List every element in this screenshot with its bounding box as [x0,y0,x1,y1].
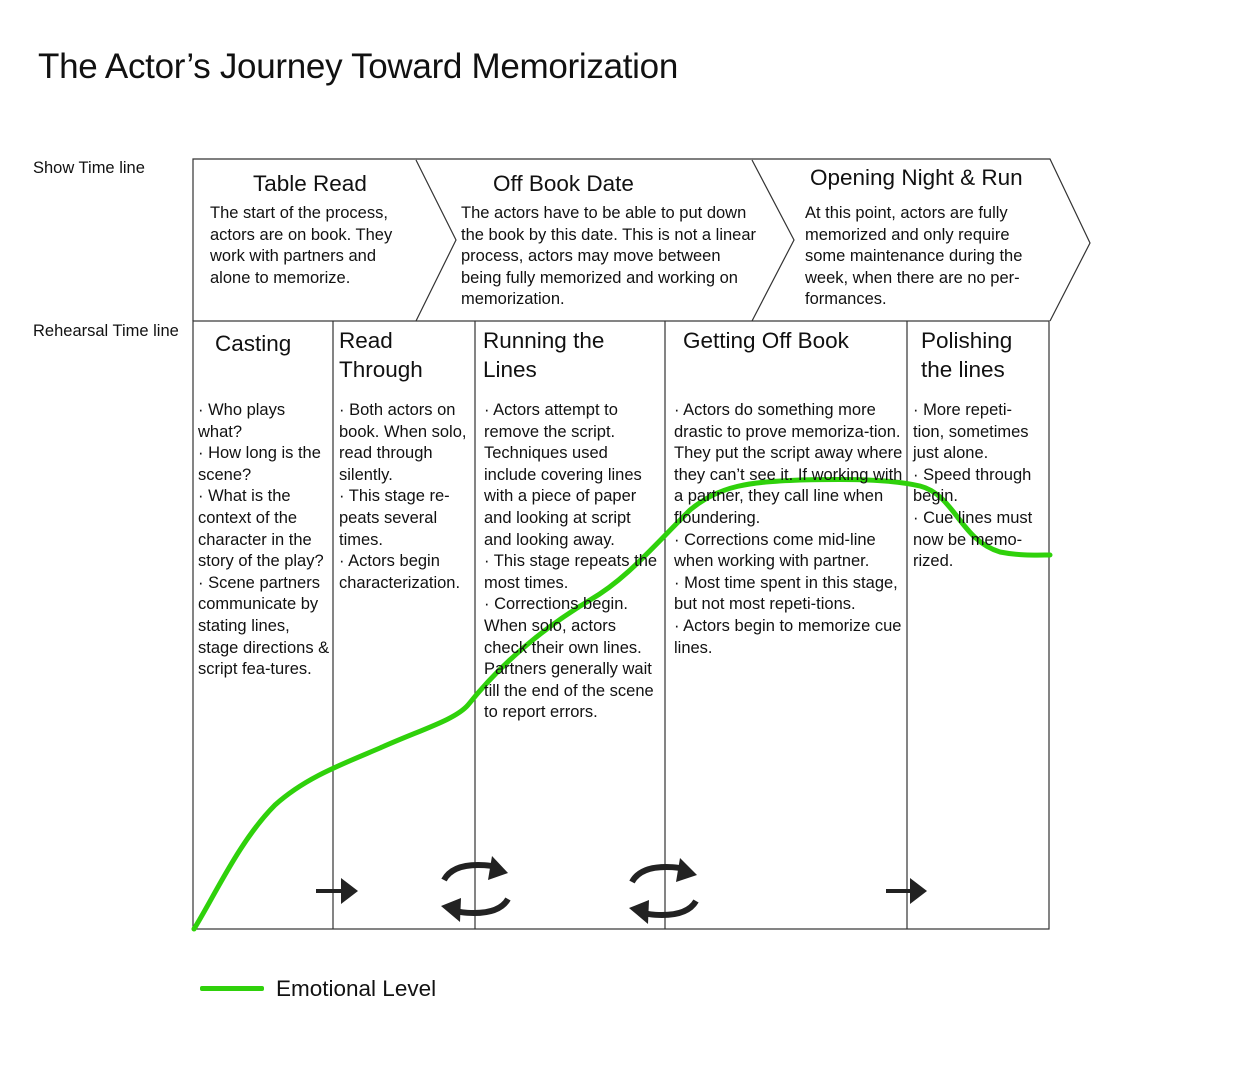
arrow-right-icon [316,878,358,904]
stage-bullet: · This stage re-peats several times. [339,487,450,549]
stage-bullet: · Both actors on book. When solo, read t… [339,401,467,484]
show-heading-opening-night: Opening Night & Run [810,165,1023,190]
stage-bullet: · Corrections begin. When solo, actors c… [484,595,654,722]
stage-heading-running-lines: Running the Lines [483,328,605,382]
stage-body-running-lines: · Actors attempt to remove the script. T… [484,400,662,724]
arrow-right-icon [886,878,927,904]
stage-heading-polishing: Polishing the lines [921,328,1013,382]
page-title: The Actor’s Journey Toward Memorization [38,47,678,86]
stage-bullet: · How long is the scene? [198,444,321,484]
stage-bullet: · Cue lines must now be memo-rized. [913,508,1033,571]
show-timeline-label: Show Time line [33,159,145,177]
cycle-icon [441,856,511,922]
stage-bullet: · Actors begin to memorize cue lines. [674,616,902,657]
stage-bullet: · Actors attempt to remove the script. T… [484,401,642,549]
stage-heading-casting: Casting [215,331,292,356]
legend-swatch [200,986,264,991]
stage-heading-read-through: Read Through [339,328,423,382]
show-heading-off-book-date: Off Book Date [493,171,634,196]
stage-body-getting-off-book: · Actors do something more drastic to pr… [674,400,906,659]
cycle-icon [629,858,699,924]
stage-body-polishing: · More repeti-tion, sometimes just alone… [913,400,1043,573]
stage-bullet: · Actors do something more drastic to pr… [674,401,903,527]
show-text-opening-night: At this point, actors are fully memorize… [805,204,1023,309]
stage-bullet: · Scene partners communicate by stating … [198,573,330,679]
stage-bullet: · Corrections come mid-line when working… [674,530,876,571]
emotional-level-curve [191,477,1053,932]
show-timeline-chevrons [192,158,1091,322]
stage-bullet: · This stage repeats the most times. [484,552,658,592]
stage-bullet: · What is the context of the character i… [198,487,324,571]
rehearsal-table [192,320,1050,930]
stage-bullet: · More repeti-tion, sometimes just alone… [913,401,1029,463]
stage-bullet: · Who plays what? [198,401,286,441]
legend-label: Emotional Level [276,976,437,1001]
stage-bullet: · Most time spent in this stage, but not… [674,573,898,614]
stage-heading-getting-off-book: Getting Off Book [683,328,849,353]
stage-bullet: · Speed through begin. [913,465,1032,506]
rehearsal-timeline-label: Rehearsal Time line [33,322,179,340]
show-text-table-read: The start of the process, actors are on … [210,204,393,287]
stage-body-casting: · Who plays what? · How long is the scen… [198,400,331,681]
show-text-off-book-date: The actors have to be able to put down t… [461,204,757,309]
stage-body-read-through: · Both actors on book. When solo, read t… [339,400,475,594]
show-heading-table-read: Table Read [253,171,367,196]
stage-bullet: · Actors begin characterization. [339,552,461,592]
